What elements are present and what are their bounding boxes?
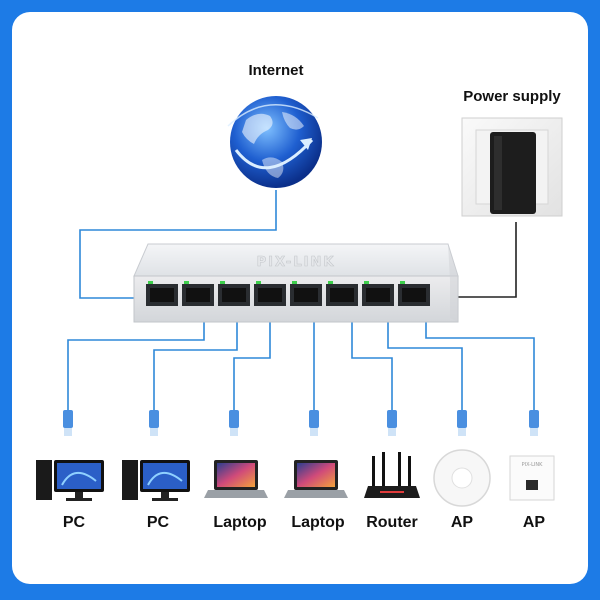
rj45-plug-icon bbox=[229, 410, 239, 436]
ceiling-ap-icon bbox=[433, 449, 491, 507]
switch-ports bbox=[146, 281, 430, 306]
wall-ap-brand: PIX-LINK bbox=[522, 462, 543, 468]
ethernet-port bbox=[218, 281, 250, 306]
device-label-ap: AP bbox=[522, 514, 546, 531]
internet-cable bbox=[79, 190, 277, 299]
rj45-plug-icon bbox=[387, 410, 397, 436]
router-icon bbox=[364, 452, 420, 498]
device-label-pc: PC bbox=[62, 514, 86, 531]
network-switch: PIX-LINK bbox=[133, 243, 459, 323]
device-cables bbox=[67, 312, 535, 410]
power-cable bbox=[448, 222, 517, 298]
uplink-cables bbox=[79, 190, 517, 299]
device-label-laptop: Laptop bbox=[213, 514, 267, 531]
power-supply-label: Power supply bbox=[463, 88, 561, 105]
ethernet-port bbox=[290, 281, 322, 306]
network-diagram: PIX-LINK bbox=[36, 96, 563, 507]
laptop-icon bbox=[284, 460, 348, 498]
rj45-plug-icon bbox=[309, 410, 319, 436]
device-label-ap: AP bbox=[450, 514, 474, 531]
globe-icon bbox=[227, 96, 322, 188]
wall-ap-icon: PIX-LINK bbox=[509, 455, 555, 501]
ethernet-port bbox=[326, 281, 358, 306]
rj45-plug-icon bbox=[529, 410, 539, 436]
laptop-icon bbox=[204, 460, 268, 498]
device-label-pc: PC bbox=[146, 514, 170, 531]
ethernet-port bbox=[182, 281, 214, 306]
device-label-laptop: Laptop bbox=[291, 514, 345, 531]
switch-brand-logo: PIX-LINK bbox=[257, 255, 336, 270]
desktop-pc-icon bbox=[122, 460, 190, 501]
internet-label: Internet bbox=[248, 62, 304, 79]
rj45-plug-icon bbox=[457, 410, 467, 436]
ethernet-port bbox=[398, 281, 430, 306]
ethernet-port bbox=[146, 281, 178, 306]
ethernet-port bbox=[254, 281, 286, 306]
device-label-router: Router bbox=[366, 514, 418, 531]
power-adapter-icon bbox=[461, 117, 563, 217]
rj45-plug-icon bbox=[63, 410, 73, 436]
ethernet-port bbox=[362, 281, 394, 306]
desktop-pc-icon bbox=[36, 460, 104, 501]
rj45-plug-icon bbox=[149, 410, 159, 436]
rj45-plugs bbox=[63, 410, 539, 436]
diagram-card: PIX-LINK bbox=[12, 12, 588, 584]
